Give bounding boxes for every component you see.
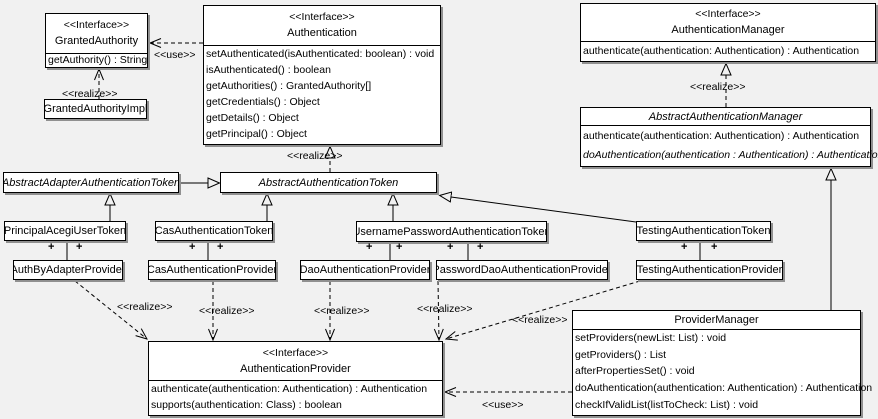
plus-mark: +: [681, 241, 688, 253]
edge-generalization-testing-token: [451, 197, 637, 223]
plus-mark: +: [396, 241, 403, 253]
stereotype-label: <<Interface>>: [63, 19, 130, 31]
use-label-top: <<use>>: [154, 49, 196, 61]
method-label: getAuthorities() : GrantedAuthority[]: [206, 80, 372, 92]
class-name: AuthenticationManager: [671, 24, 785, 36]
realize-label-dao-provider: <<realize>>: [314, 305, 370, 317]
method-label: getAuthority() : String: [48, 54, 148, 66]
realize-label-abstract-token: <<realize>>: [287, 150, 343, 162]
class-name: AuthByAdapterProvider: [14, 264, 122, 276]
edge-realize-password-dao-provider: [438, 280, 439, 340]
stereotype-label: <<Interface>>: [289, 11, 355, 23]
edge-realize-auth-by-adapter-provider: [74, 280, 147, 339]
plus-mark: +: [477, 241, 484, 253]
class-name: AbstractAuthenticationToken: [258, 176, 399, 189]
class-name: CasAuthenticationProvider: [149, 264, 275, 276]
plus-mark: +: [217, 241, 224, 253]
stereotype-label: <<Interface>>: [695, 8, 761, 20]
class-testing-authentication-token: TestingAuthenticationToken: [636, 221, 771, 241]
plus-mark: +: [711, 241, 718, 253]
method-label: getCredentials() : Object: [206, 96, 320, 108]
realize-label-abstract-manager: <<realize>>: [690, 81, 746, 93]
stereotype-label: <<Interface>>: [262, 346, 329, 359]
class-username-password-authentication-token: UsernamePasswordAuthenticationToken: [356, 221, 547, 242]
edge-realize-testing-provider: [446, 280, 641, 339]
method-label: doAuthentication(authentication : Authen…: [583, 148, 878, 161]
method-label: supports(authentication: Class) : boolea…: [151, 399, 342, 411]
realize-label-granted-authority: <<realize>>: [62, 88, 118, 100]
method-label: setProviders(newList: List) : void: [575, 332, 727, 345]
class-granted-authority: <<Interface>> GrantedAuthority getAuthorit…: [45, 13, 148, 68]
class-name: DaoAuthenticationProvider: [301, 264, 429, 276]
class-name: PasswordDaoAuthenticationProvider: [437, 264, 607, 276]
class-name: UsernamePasswordAuthenticationToken: [357, 225, 546, 238]
class-abstract-authentication-manager: AbstractAuthenticationManager authenticat…: [580, 107, 878, 167]
plus-mark: +: [189, 241, 196, 253]
class-authentication-provider: <<Interface>> AuthenticationProvider authe…: [148, 341, 443, 416]
class-name: ProviderManager: [674, 314, 759, 326]
class-authentication: <<Interface>> Authentication setAuthentica…: [203, 5, 441, 145]
method-label: authenticate(authentication: Authenticat…: [151, 383, 428, 395]
method-label: authenticate(authentication: Authenticat…: [583, 129, 860, 142]
class-provider-manager: ProviderManager setProviders(newList: Lis…: [572, 310, 873, 416]
class-cas-authentication-token: CasAuthenticationToken: [155, 221, 273, 241]
plus-mark: +: [48, 241, 55, 253]
class-dao-authentication-provider: DaoAuthenticationProvider: [300, 260, 430, 280]
class-principal-acegi-user-token: PrincipalAcegiUserToken: [4, 221, 126, 241]
method-label: getDetails() : Object: [206, 112, 299, 124]
class-name: AbstractAdapterAuthenticationToken: [4, 176, 178, 189]
method-label: authenticate(authentication: Authenticat…: [583, 44, 860, 57]
class-name: CasAuthenticationToken: [156, 225, 272, 237]
class-auth-by-adapter-provider: AuthByAdapterProvider: [13, 260, 123, 280]
realize-label-cas-provider: <<realize>>: [199, 305, 255, 317]
class-name: TestingAuthenticationToken: [637, 225, 770, 237]
method-label: setAuthenticated(isAuthenticated: boolea…: [206, 48, 435, 60]
realize-label-testing-provider: <<realize>>: [512, 314, 568, 326]
realize-label-password-dao-provider: <<realize>>: [417, 303, 473, 315]
class-name: PrincipalAcegiUserToken: [5, 225, 125, 237]
class-abstract-authentication-token: AbstractAuthenticationToken: [220, 172, 437, 193]
class-name: GrantedAuthorityImpl: [45, 103, 146, 115]
method-label: checkIfValidList(listToCheck: List) : vo…: [575, 398, 759, 411]
class-name: TestingAuthenticationProvider: [637, 264, 782, 276]
use-label-bottom: <<use>>: [482, 399, 524, 411]
class-cas-authentication-provider: CasAuthenticationProvider: [148, 260, 276, 280]
class-testing-authentication-provider: TestingAuthenticationProvider: [636, 260, 783, 280]
class-name: Authentication: [287, 27, 357, 39]
method-label: doAuthentication(authentication: Authent…: [575, 382, 873, 395]
class-authentication-manager: <<Interface>> AuthenticationManager authen…: [580, 3, 876, 62]
class-abstract-adapter-authentication-token: AbstractAdapterAuthenticationToken: [3, 172, 179, 193]
class-password-dao-authentication-provider: PasswordDaoAuthenticationProvider: [436, 260, 608, 280]
class-name: AuthenticationProvider: [240, 362, 351, 375]
method-label: afterPropertiesSet() : void: [575, 365, 695, 378]
method-label: getProviders() : List: [575, 348, 667, 361]
method-label: isAuthenticated() : boolean: [206, 64, 331, 76]
method-label: getPrincipal() : Object: [206, 128, 307, 140]
class-name: AbstractAuthenticationManager: [648, 110, 803, 123]
plus-mark: +: [447, 241, 454, 253]
realize-label-auth-by-adapter: <<realize>>: [117, 301, 173, 313]
plus-mark: +: [366, 241, 373, 253]
class-name: GrantedAuthority: [54, 35, 139, 47]
plus-mark: +: [76, 241, 83, 253]
class-granted-authority-impl: GrantedAuthorityImpl: [44, 99, 147, 119]
